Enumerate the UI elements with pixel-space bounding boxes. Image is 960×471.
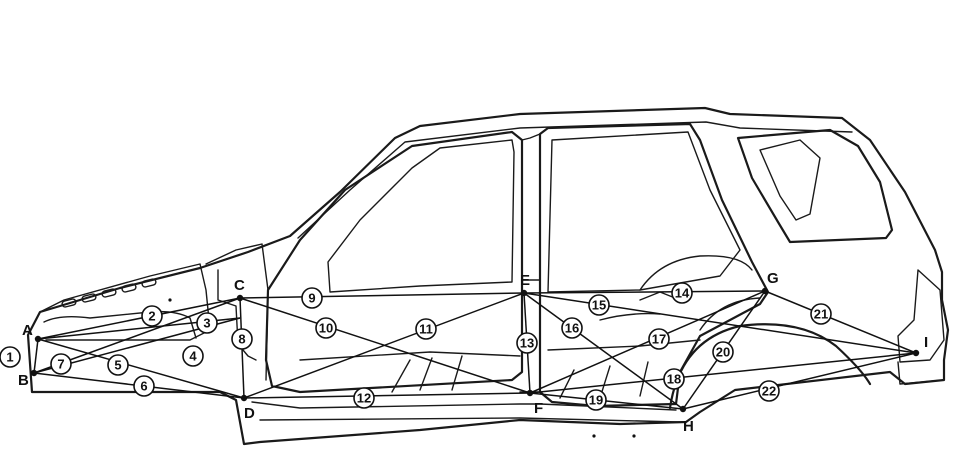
callout-15: 15 bbox=[588, 294, 610, 316]
svg-text:19: 19 bbox=[589, 393, 603, 408]
measure-line-2 bbox=[37, 297, 241, 340]
svg-text:14: 14 bbox=[675, 286, 690, 301]
callout-10: 10 bbox=[315, 317, 337, 339]
svg-text:18: 18 bbox=[667, 372, 681, 387]
callout-3: 3 bbox=[196, 312, 218, 334]
point-I: I bbox=[912, 334, 928, 357]
svg-text:A: A bbox=[22, 322, 33, 339]
callout-2: 2 bbox=[141, 305, 163, 327]
callout-16: 16 bbox=[561, 317, 583, 339]
svg-text:B: B bbox=[18, 372, 29, 389]
svg-text:20: 20 bbox=[716, 345, 730, 360]
callout-17: 17 bbox=[648, 328, 670, 350]
cowl-panel bbox=[217, 269, 257, 361]
vehicle-body-outline bbox=[26, 106, 950, 446]
svg-text:22: 22 bbox=[762, 384, 776, 399]
roof-inner-line bbox=[297, 121, 853, 239]
callout-20: 20 bbox=[712, 341, 734, 363]
callout-7: 7 bbox=[50, 353, 72, 375]
svg-text:8: 8 bbox=[238, 332, 245, 347]
point-G: G bbox=[761, 270, 779, 295]
svg-text:D: D bbox=[244, 405, 255, 422]
callout-8: 8 bbox=[231, 328, 253, 350]
rear-door-opening bbox=[538, 122, 770, 408]
callout-5: 5 bbox=[107, 354, 129, 376]
callout-22: 22 bbox=[758, 380, 780, 402]
rear-window bbox=[547, 131, 741, 293]
svg-text:21: 21 bbox=[814, 307, 828, 322]
callout-19: 19 bbox=[585, 389, 607, 411]
callout-9: 9 bbox=[301, 287, 323, 309]
svg-text:5: 5 bbox=[114, 358, 121, 373]
svg-text:E: E bbox=[520, 272, 530, 289]
svg-text:1: 1 bbox=[6, 350, 13, 365]
sill-dot bbox=[632, 434, 636, 438]
svg-text:G: G bbox=[767, 270, 779, 287]
callout-13: 13 bbox=[516, 332, 538, 354]
callout-6: 6 bbox=[133, 375, 155, 397]
callout-14: 14 bbox=[671, 282, 693, 304]
quarter-window bbox=[736, 128, 894, 244]
svg-text:17: 17 bbox=[652, 332, 666, 347]
rear-bumper bbox=[897, 361, 945, 385]
measure-line-9 bbox=[239, 292, 525, 299]
measure-line-18 bbox=[529, 352, 917, 394]
svg-text:9: 9 bbox=[308, 291, 315, 306]
callout-18: 18 bbox=[663, 368, 685, 390]
callout-12: 12 bbox=[353, 387, 375, 409]
rear-arch-inner bbox=[699, 297, 761, 331]
measure-line-4 bbox=[37, 338, 245, 399]
svg-text:13: 13 bbox=[520, 336, 534, 351]
front-door-opening bbox=[264, 130, 524, 394]
measure-line-22 bbox=[682, 352, 917, 410]
measure-line-17 bbox=[529, 290, 766, 394]
measure-line-1 bbox=[33, 338, 39, 374]
measure-line-12 bbox=[243, 392, 531, 399]
callout-21: 21 bbox=[810, 303, 832, 325]
apron-dot bbox=[168, 298, 172, 302]
quarter-window-inner bbox=[759, 139, 821, 221]
a-pillar bbox=[205, 243, 269, 381]
point-F: F bbox=[526, 389, 543, 417]
svg-text:16: 16 bbox=[565, 321, 579, 336]
body-silhouette bbox=[26, 106, 950, 446]
rear-wheel-arch bbox=[668, 323, 872, 410]
measurement-lines bbox=[33, 290, 917, 410]
measure-line-21 bbox=[764, 290, 917, 354]
callout-1: 1 bbox=[0, 346, 21, 368]
svg-text:15: 15 bbox=[592, 298, 606, 313]
svg-text:7: 7 bbox=[57, 357, 64, 372]
svg-text:H: H bbox=[683, 418, 694, 435]
front-apron bbox=[39, 263, 211, 341]
svg-text:12: 12 bbox=[357, 391, 371, 406]
measure-line-16 bbox=[523, 292, 684, 410]
svg-text:10: 10 bbox=[319, 321, 333, 336]
rocker-sill bbox=[251, 401, 681, 423]
reference-points: A B C D E F G H bbox=[18, 270, 928, 435]
measure-line-11 bbox=[243, 292, 525, 399]
svg-text:2: 2 bbox=[148, 309, 155, 324]
point-C: C bbox=[234, 277, 245, 302]
point-B: B bbox=[18, 369, 38, 389]
measurement-callouts: 1 2 3 4 5 6 7 8 9 10 11 12 13 14 15 16 1… bbox=[0, 282, 832, 411]
svg-text:I: I bbox=[924, 334, 928, 351]
svg-text:F: F bbox=[534, 400, 543, 417]
apron-slots bbox=[61, 278, 157, 308]
callout-4: 4 bbox=[182, 345, 204, 367]
point-H: H bbox=[679, 405, 694, 435]
callout-11: 11 bbox=[415, 318, 437, 340]
svg-text:C: C bbox=[234, 277, 245, 294]
svg-text:11: 11 bbox=[419, 322, 433, 337]
front-window bbox=[327, 139, 515, 293]
svg-text:3: 3 bbox=[203, 316, 210, 331]
sill-dot bbox=[592, 434, 596, 438]
svg-text:6: 6 bbox=[140, 379, 147, 394]
point-A: A bbox=[22, 322, 42, 343]
point-D: D bbox=[240, 394, 255, 422]
rear-tail-panel bbox=[897, 269, 945, 363]
measure-line-14 bbox=[523, 290, 766, 294]
point-E: E bbox=[520, 272, 530, 297]
svg-text:4: 4 bbox=[189, 349, 197, 364]
